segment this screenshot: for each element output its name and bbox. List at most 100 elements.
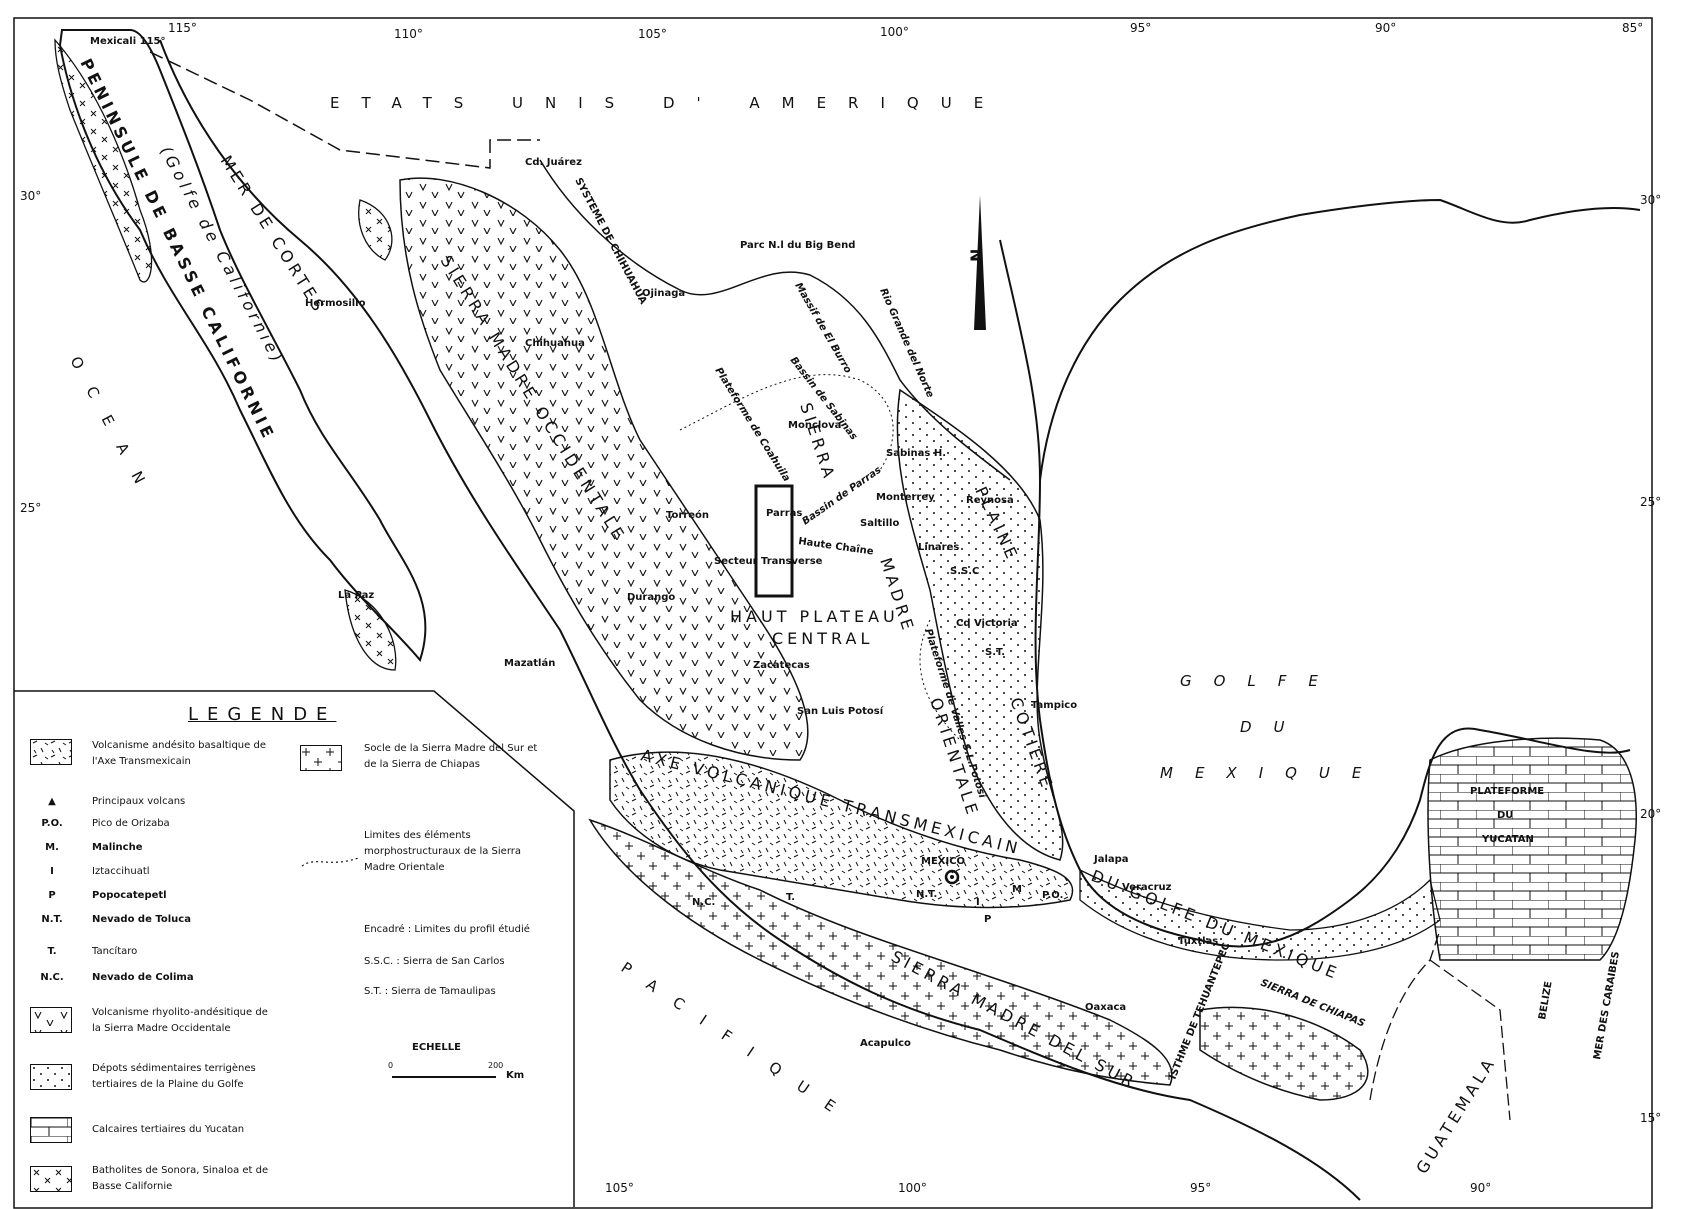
- tick-bottom-105: 105°: [605, 1181, 634, 1195]
- city-monclova: Monclova: [788, 420, 841, 431]
- us-border: [149, 51, 540, 169]
- scale-zero: 0: [388, 1061, 394, 1070]
- tick-right-20: 20°: [1640, 807, 1661, 821]
- tick-labels: 115° 110° 105° 100° 95° 90° 85° 105° 100…: [20, 21, 1661, 1195]
- legend-title: LEGENDE: [188, 704, 337, 725]
- tick-bottom-90: 90°: [1470, 1181, 1491, 1195]
- volcano-nc: N.C.: [692, 897, 715, 908]
- legend-st: S.T. : Sierra de Tamaulipas: [364, 986, 496, 997]
- volcano-i: I: [976, 897, 980, 908]
- legend-encadre: Encadré : Limites du profil étudié: [364, 924, 530, 935]
- legend-nc-label: N.C.: [40, 972, 64, 983]
- city-la-paz: La Paz: [338, 590, 374, 601]
- label-ocean: OCEAN: [66, 353, 159, 506]
- axe-volcanique: [609, 751, 1074, 909]
- legend-m-label: M.: [45, 842, 59, 853]
- tick-top-90: 90°: [1375, 21, 1396, 35]
- label-golfe-1: GOLFE: [1180, 672, 1340, 690]
- tick-left-25: 25°: [20, 501, 41, 515]
- label-secteur: Secteur Transverse: [714, 556, 823, 567]
- city-san-luis: San Luis Potosí: [797, 705, 884, 717]
- city-acapulco: Acapulco: [860, 1038, 911, 1049]
- city-saltillo: Saltillo: [860, 518, 899, 529]
- legend-po-label: P.O.: [41, 818, 63, 829]
- legend-box: [14, 690, 575, 1207]
- plaine-cotiere: [896, 388, 1064, 861]
- tick-top-110: 110°: [394, 27, 423, 41]
- legend-batholites: Batholites de Sonora, Sinaloa et de Bass…: [92, 1165, 269, 1192]
- legend-nt-label: N.T.: [41, 914, 63, 925]
- volcano-m: M: [1012, 884, 1022, 895]
- pacific-coastline: [58, 29, 427, 663]
- volcano-po: P.O.: [1042, 890, 1063, 901]
- guatemala-border: [1369, 929, 1511, 1121]
- legend-ssc: S.S.C. : Sierra de San Carlos: [364, 956, 505, 967]
- city-veracruz: Veracruz: [1122, 882, 1172, 893]
- legend-andesite: Volcanisme andésito basaltique de l'Axe …: [92, 740, 266, 767]
- tick-right-15: 15°: [1640, 1111, 1661, 1125]
- label-yucatan-1: PLATEFORME: [1470, 786, 1544, 797]
- label-belize: BELIZE: [1537, 980, 1555, 1020]
- city-durango: Durango: [627, 592, 675, 603]
- city-cd-victoria: Cd Victoria: [956, 618, 1018, 629]
- scale-bar: [392, 1076, 496, 1078]
- label-usa: ETATS UNIS D' AMERIQUE: [330, 94, 1005, 112]
- city-oaxaca: Oaxaca: [1085, 1002, 1126, 1013]
- tick-bottom-95: 95°: [1190, 1181, 1211, 1195]
- mexico-city-center: [950, 875, 954, 879]
- label-ssc: S.S.C: [950, 566, 979, 577]
- label-haute-chaine: Haute Chaîne: [798, 535, 875, 557]
- legend-depots: Dépots sédimentaires terrigènes tertiair…: [92, 1063, 256, 1090]
- tick-left-30: 30°: [20, 189, 41, 203]
- scale-unit: Km: [506, 1070, 525, 1081]
- label-north: N: [967, 249, 986, 262]
- sierra-madre-del-sur: [588, 818, 1173, 1086]
- city-cd-juarez: Cd. Juárez: [525, 156, 582, 168]
- city-mexico: MEXICO: [921, 856, 965, 867]
- label-tuxtlas: Tuxtlas: [1178, 936, 1218, 947]
- legend-rhyolite: Volcanisme rhyolito-andésitique de la Si…: [92, 1007, 268, 1034]
- label-mer-caraibes: MER DES CARAIBES: [1592, 951, 1622, 1061]
- city-parras: Parras: [766, 508, 802, 519]
- tick-right-25: 25°: [1640, 495, 1661, 509]
- swatch-limites: [301, 857, 359, 867]
- city-mazatlan: Mazatlán: [504, 657, 555, 669]
- label-yucatan-3: YUCATAN: [1481, 834, 1534, 845]
- city-hermosillo: Hermosillo: [305, 298, 366, 309]
- city-jalapa: Jalapa: [1093, 854, 1129, 865]
- label-big-bend: Parc N.l du Big Bend: [740, 240, 855, 251]
- label-golfe-3: MEXIQUE: [1160, 764, 1383, 782]
- label-plateforme-coahuila: Plateforme de Coahuila: [712, 366, 791, 484]
- baja-batholith-south: [344, 589, 397, 671]
- mexico-city-marker: [944, 869, 960, 885]
- baja-batholith-north: [54, 38, 153, 283]
- sierra-de-chiapas: [1199, 1006, 1369, 1101]
- city-chihuahua: Chihuahua: [525, 338, 585, 349]
- label-yucatan-2: DU: [1497, 810, 1513, 821]
- swatch-batholites: [30, 1166, 72, 1192]
- label-golfe-2: DU: [1240, 718, 1307, 736]
- city-monterrey: Monterrey: [876, 492, 935, 503]
- city-tampico: Tampico: [1031, 700, 1077, 711]
- city-linares: Linares: [918, 542, 959, 553]
- profile-box: [754, 484, 794, 598]
- city-torreon: Torreón: [666, 509, 709, 521]
- tick-top-115: 115°: [168, 21, 197, 35]
- label-guatemala: GUATEMALA: [1412, 1053, 1499, 1177]
- legend-volcans: Principaux volcans: [92, 796, 186, 807]
- tick-top-105: 105°: [638, 27, 667, 41]
- city-labels: Mexicali 115° Cd. Juárez Ojinaga Hermosi…: [90, 36, 1172, 1049]
- label-haut-plateau-2: CENTRAL: [772, 629, 873, 648]
- yucatan-platform: [1427, 737, 1637, 961]
- label-systeme-chihuahua: SYSTEME DE CHIHUAHUA: [572, 176, 648, 306]
- map-frame: [13, 17, 1653, 1209]
- city-zacatecas: Zacatecas: [753, 660, 810, 671]
- tick-bottom-100: 100°: [898, 1181, 927, 1195]
- label-haut-plateau-1: HAUT PLATEAU: [730, 607, 899, 626]
- tick-top-95: 95°: [1130, 21, 1151, 35]
- legend-p-label: P: [48, 890, 56, 901]
- label-st: S.T.: [985, 647, 1005, 658]
- volcano-t: T.: [786, 892, 795, 903]
- volcano-p: P: [984, 914, 991, 925]
- us-gulf-coastline: [1039, 198, 1641, 481]
